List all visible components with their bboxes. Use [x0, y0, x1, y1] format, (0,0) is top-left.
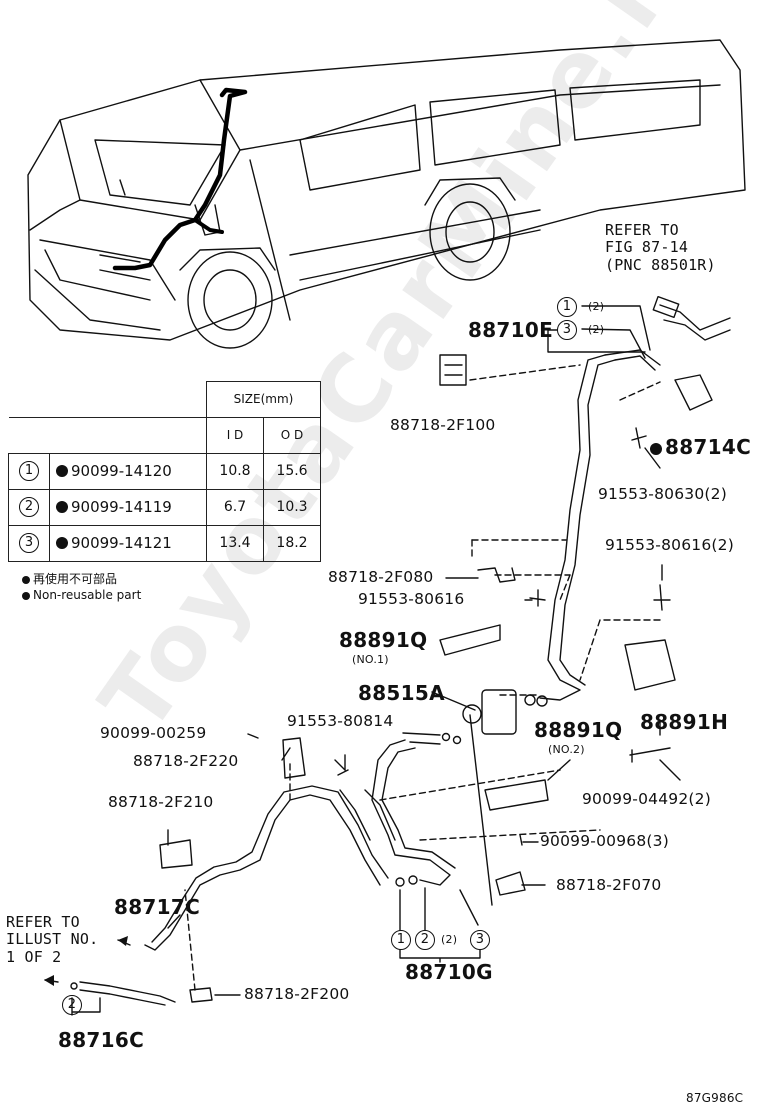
non-reusable-icon	[56, 537, 68, 549]
bullet-icon	[22, 576, 30, 584]
ref-number: 3	[470, 930, 490, 950]
id-header: I D	[206, 416, 264, 454]
part-88515A: 88515A	[358, 681, 445, 705]
part-88891Q-no1: 88891Q	[339, 628, 428, 652]
part-91553-80814: 91553-80814	[287, 712, 394, 730]
part-88718-2F100: 88718-2F100	[390, 416, 496, 434]
part-88710E: 88710E	[468, 318, 554, 342]
part-88718-2F200: 88718-2F200	[244, 985, 350, 1003]
part-88717C: 88717C	[114, 895, 201, 919]
quantity: (2)	[588, 323, 605, 336]
table-row: 1 90099-14120 10.8 15.6	[8, 452, 321, 490]
ref-number: 2	[19, 497, 39, 517]
ref-number: 3	[19, 533, 39, 553]
part-91553-80616: 91553-80616	[358, 590, 465, 608]
outer-diameter: 10.3	[263, 488, 321, 526]
od-header: O D	[263, 416, 321, 454]
part-88718-2F210: 88718-2F210	[108, 793, 214, 811]
inner-diameter: 13.4	[206, 524, 264, 562]
quantity: (2)	[588, 300, 605, 313]
non-reusable-icon	[56, 501, 68, 513]
pipe-88716C	[79, 981, 176, 1006]
size-table: SIZE(mm) I D O D 1 90099-14120 10.8 15.6…	[8, 381, 321, 562]
size-header: SIZE(mm)	[206, 381, 321, 418]
ref-number: 3	[557, 320, 577, 340]
ref-number: 1	[391, 930, 411, 950]
part-88718-2F080: 88718-2F080	[328, 568, 434, 586]
ref-number: 1	[19, 461, 39, 481]
ref-number: 1	[557, 297, 577, 317]
inner-diameter: 10.8	[206, 452, 264, 490]
part-88718-2F220: 88718-2F220	[133, 752, 239, 770]
quantity: (2)	[441, 933, 458, 946]
part-number: 90099-14121	[71, 534, 172, 552]
table-row: 2 90099-14119 6.7 10.3	[8, 488, 321, 526]
part-88891H: 88891H	[640, 710, 729, 734]
part-88714C: 88714C	[650, 437, 751, 457]
outer-diameter: 18.2	[263, 524, 321, 562]
van-harness	[112, 87, 248, 271]
legend-english: Non-reusable part	[22, 588, 141, 602]
part-number: 90099-14119	[71, 498, 172, 516]
part-90099-04492: 90099-04492(2)	[582, 790, 711, 808]
part-90099-00259: 90099-00259	[100, 724, 207, 742]
legend-japanese: 再使用不可部品	[22, 570, 117, 587]
note-no2: (NO.2)	[548, 743, 585, 756]
non-reusable-icon	[56, 465, 68, 477]
figure-code: 87G986C	[686, 1091, 744, 1105]
part-91553-80616-qty2: 91553-80616(2)	[605, 536, 734, 554]
ref-number: 2	[415, 930, 435, 950]
pipe-88710G	[371, 739, 456, 886]
bullet-icon	[22, 592, 30, 600]
pipe-88717C	[144, 794, 381, 951]
table-row: 3 90099-14121 13.4 18.2	[8, 524, 321, 562]
part-88716C: 88716C	[58, 1028, 145, 1052]
part-90099-00968: 90099-00968(3)	[540, 832, 669, 850]
part-88710G: 88710G	[405, 960, 493, 984]
part-91553-80630: 91553-80630(2)	[598, 485, 727, 503]
part-88718-2F070: 88718-2F070	[556, 876, 662, 894]
van-illustration	[27, 39, 746, 349]
note-no1: (NO.1)	[352, 653, 389, 666]
non-reusable-icon	[650, 443, 662, 455]
outer-diameter: 15.6	[263, 452, 321, 490]
ref-number: 2	[62, 995, 82, 1015]
inner-diameter: 6.7	[206, 488, 264, 526]
part-number: 90099-14120	[71, 462, 172, 480]
pipe-88710E	[539, 354, 616, 701]
part-88891Q-no2: 88891Q	[534, 718, 623, 742]
